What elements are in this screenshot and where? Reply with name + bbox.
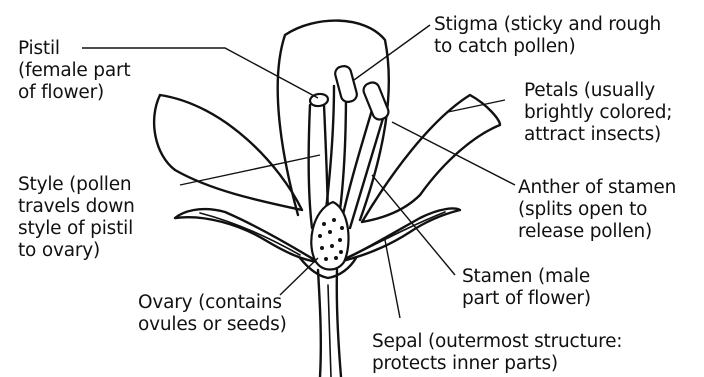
anther-left — [334, 65, 359, 104]
sepal-left — [175, 209, 318, 262]
leader-stigma — [354, 25, 430, 80]
label-pistil: Pistil (female part of flower) — [18, 38, 130, 104]
label-style: Style (pollen travels down style of pist… — [18, 174, 135, 262]
leader-sepal — [385, 240, 400, 318]
leader-stamen — [372, 175, 455, 275]
label-anther: Anther of stamen (splits open to release… — [518, 177, 676, 243]
sepal-right — [338, 209, 460, 262]
label-stigma: Stigma (sticky and rough to catch pollen… — [434, 14, 661, 58]
label-ovary: Ovary (contains ovules or seeds) — [138, 292, 287, 336]
pistil-style — [326, 86, 346, 210]
label-petals: Petals (usually brightly colored; attrac… — [524, 80, 672, 146]
label-stamen: Stamen (male part of flower) — [462, 266, 591, 310]
label-sepal: Sepal (outermost structure: protects inn… — [372, 331, 622, 375]
stem — [318, 270, 341, 377]
anther-right — [361, 80, 390, 121]
leader-ovary — [280, 258, 318, 295]
leader-style — [180, 155, 320, 185]
leader-anther — [392, 122, 515, 185]
